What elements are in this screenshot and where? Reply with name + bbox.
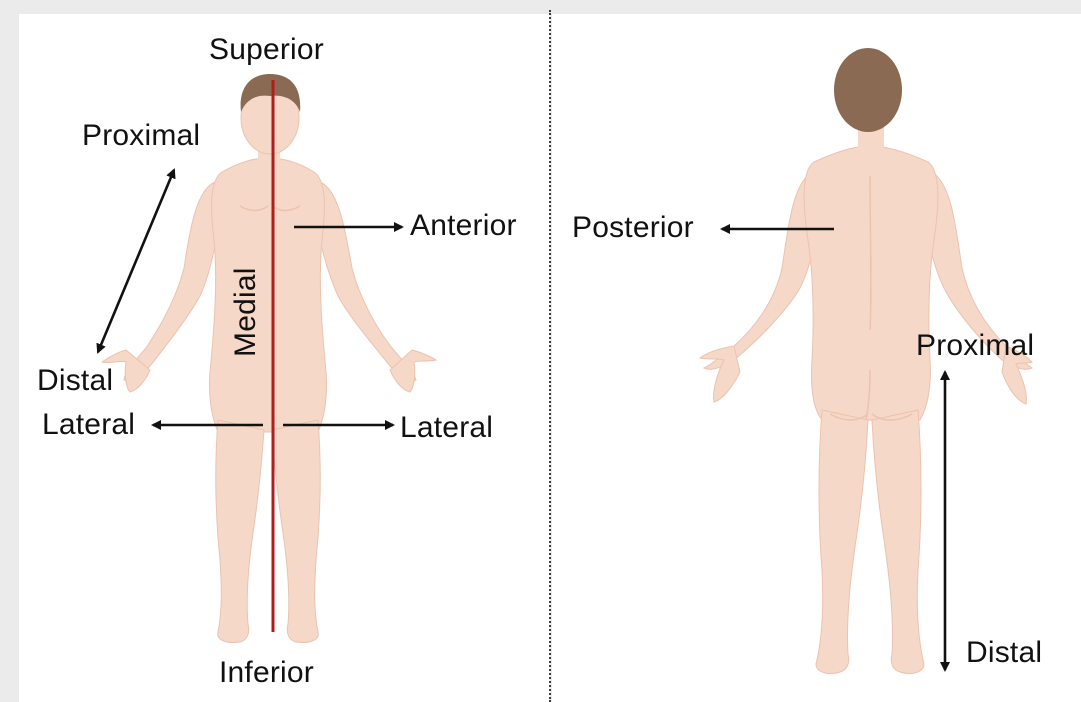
front-left-arm xyxy=(124,182,218,381)
front-left-leg xyxy=(216,420,264,643)
front-right-leg xyxy=(272,420,320,643)
label-distal-front: Distal xyxy=(37,366,113,396)
label-inferior: Inferior xyxy=(219,658,314,688)
back-head xyxy=(834,48,902,132)
back-left-arm xyxy=(704,172,818,369)
front-view-body xyxy=(102,74,436,643)
label-anterior: Anterior xyxy=(410,211,517,241)
label-lateral-right: Lateral xyxy=(400,413,493,443)
front-torso xyxy=(209,158,326,432)
label-proximal-front: Proximal xyxy=(82,121,200,151)
label-posterior: Posterior xyxy=(572,213,694,243)
label-superior: Superior xyxy=(209,35,324,65)
back-left-hand xyxy=(700,346,740,402)
label-distal-back: Distal xyxy=(966,638,1042,668)
back-left-leg xyxy=(816,410,868,674)
label-proximal-back: Proximal xyxy=(916,331,1034,361)
front-right-arm xyxy=(318,182,416,381)
back-right-leg xyxy=(872,410,924,674)
label-medial: Medial xyxy=(231,267,261,357)
label-lateral-left: Lateral xyxy=(42,410,135,440)
